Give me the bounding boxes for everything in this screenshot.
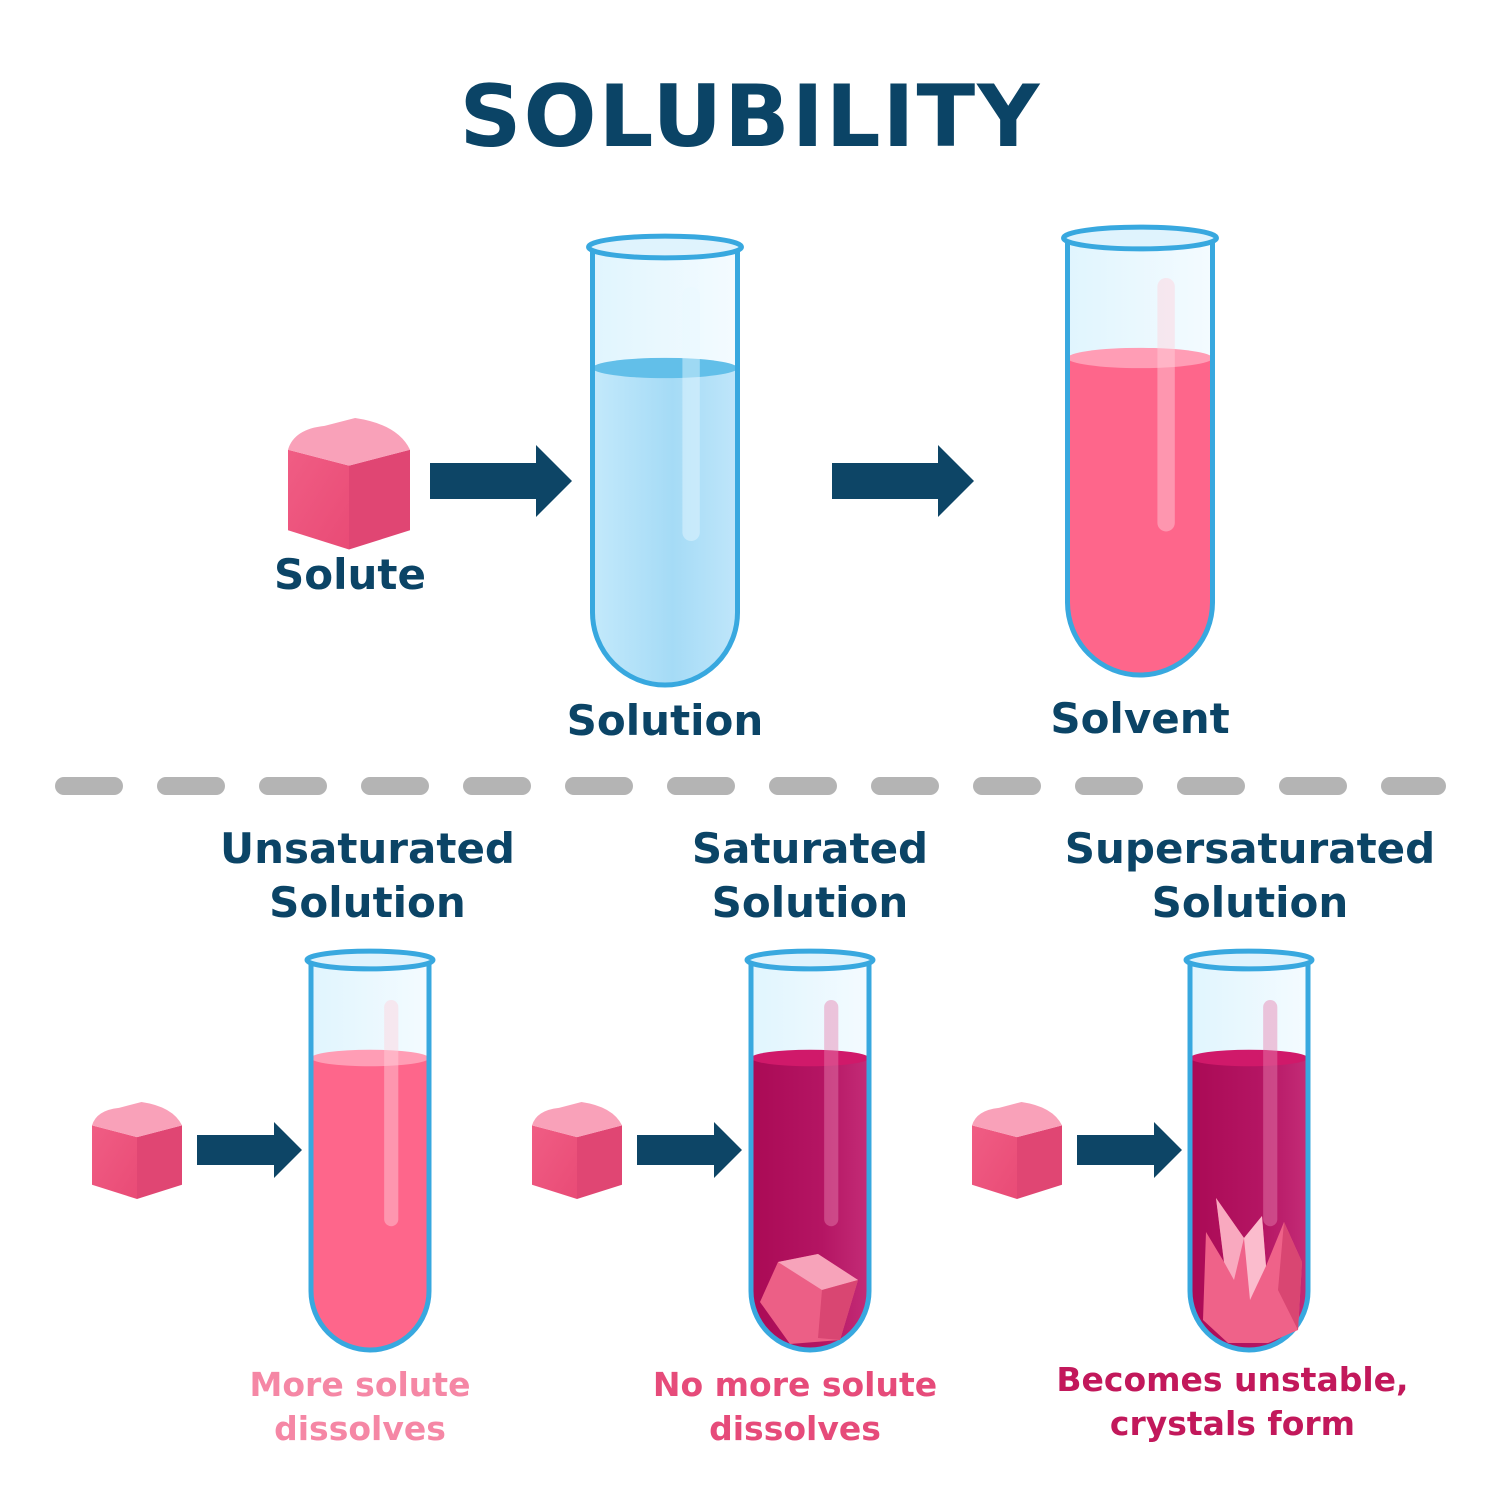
solution-label: Solution: [566, 696, 764, 745]
solution-tube: [586, 233, 744, 688]
divider-dash: [463, 777, 531, 795]
divider-dash: [157, 777, 225, 795]
divider-dash: [1075, 777, 1143, 795]
saturated-cube: [532, 1102, 622, 1200]
arrow-unsaturated: [197, 1122, 302, 1178]
supersaturated-caption: Becomes unstable,crystals form: [1056, 1360, 1409, 1443]
divider-dash: [565, 777, 633, 795]
solvent-label: Solvent: [1050, 694, 1230, 743]
dashed-divider: [55, 777, 1446, 795]
arrow-supersaturated: [1077, 1122, 1182, 1178]
page-title: SOLUBILITY: [459, 67, 1042, 167]
divider-dash: [667, 777, 735, 795]
divider-dash: [361, 777, 429, 795]
unsaturated-tube-liquid: [311, 1058, 429, 1350]
solute-label: Solute: [274, 550, 426, 599]
solute-cube: [288, 418, 410, 550]
undissolved-solute: [760, 1254, 858, 1344]
divider-dash: [769, 777, 837, 795]
divider-dash: [1177, 777, 1245, 795]
unsaturated-cube: [92, 1102, 182, 1200]
supersaturated-cube: [972, 1102, 1062, 1200]
solution-tube-liquid: [592, 368, 738, 685]
divider-dash: [55, 777, 123, 795]
arrow-solute-to-solution: [430, 445, 572, 517]
unsaturated-tube: [304, 948, 436, 1353]
divider-dash: [871, 777, 939, 795]
crystal-cluster: [1203, 1198, 1302, 1343]
arrow-saturated: [637, 1122, 742, 1178]
solvent-tube: [1061, 224, 1219, 678]
divider-dash: [1279, 777, 1347, 795]
solvent-tube-liquid: [1067, 358, 1213, 675]
divider-dash: [1381, 777, 1446, 795]
arrow-solution-to-solvent: [832, 445, 974, 517]
divider-dash: [973, 777, 1041, 795]
divider-dash: [259, 777, 327, 795]
